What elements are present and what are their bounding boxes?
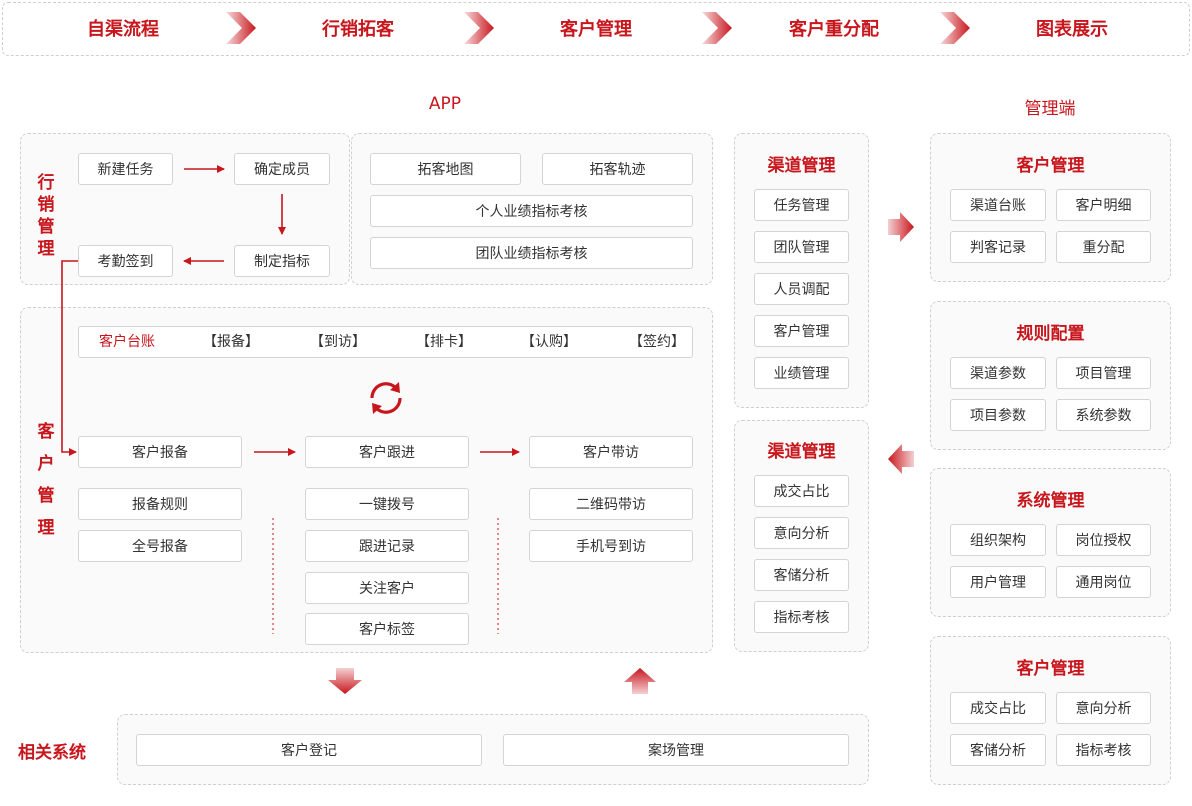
tab-queue[interactable]: 【排卡】 bbox=[416, 334, 472, 350]
flow-chevron-icon bbox=[702, 12, 732, 44]
related-label: 相关系统 bbox=[18, 743, 86, 763]
team-kpi-box: 团队业绩指标考核 bbox=[370, 237, 693, 269]
tab-contract[interactable]: 【签约】 bbox=[629, 334, 685, 350]
channel-b-item: 客储分析 bbox=[754, 559, 849, 591]
marketing-label: 行销管理 bbox=[37, 173, 55, 259]
channel-b-item: 指标考核 bbox=[754, 601, 849, 633]
customer-tag-box: 客户标签 bbox=[305, 613, 469, 645]
admin-item: 渠道台账 bbox=[950, 189, 1046, 221]
customer-label: 客户管理 bbox=[37, 422, 55, 538]
customer-tab-bar: 客户台账 【报备】 【到访】 【排卡】 【认购】 【签约】 bbox=[78, 326, 693, 358]
admin-item: 客储分析 bbox=[950, 734, 1046, 766]
tab-customer-ledger[interactable]: 客户台账 bbox=[99, 334, 155, 350]
tab-visit[interactable]: 【到访】 bbox=[310, 334, 366, 350]
admin-item: 系统参数 bbox=[1056, 399, 1151, 431]
tab-subscribe[interactable]: 【认购】 bbox=[521, 334, 577, 350]
channel-a-item: 人员调配 bbox=[754, 273, 849, 305]
flow-step-2: 行销拓客 bbox=[322, 19, 394, 40]
one-click-dial-box: 一键拨号 bbox=[305, 488, 469, 520]
customer-visit-box: 客户带访 bbox=[529, 436, 693, 468]
admin-item: 岗位授权 bbox=[1056, 524, 1151, 556]
channel-b-item: 意向分析 bbox=[754, 517, 849, 549]
follow-record-box: 跟进记录 bbox=[305, 530, 469, 562]
arrow-right-icon bbox=[888, 212, 914, 242]
admin-item: 项目参数 bbox=[950, 399, 1046, 431]
arrow-down-icon bbox=[328, 668, 362, 694]
tab-report[interactable]: 【报备】 bbox=[203, 334, 259, 350]
admin-group-title: 系统管理 bbox=[1016, 491, 1085, 511]
admin-group-title: 客户管理 bbox=[1016, 156, 1085, 176]
admin-item: 客户明细 bbox=[1056, 189, 1151, 221]
phone-visit-box: 手机号到访 bbox=[529, 530, 693, 562]
flow-step-3: 客户管理 bbox=[560, 19, 632, 40]
admin-item: 用户管理 bbox=[950, 566, 1046, 598]
admin-item: 组织架构 bbox=[950, 524, 1046, 556]
channel-b-item: 成交占比 bbox=[754, 475, 849, 507]
new-task-box: 新建任务 bbox=[78, 153, 173, 185]
channel-a-title: 渠道管理 bbox=[767, 156, 836, 176]
arrow-left-icon bbox=[888, 444, 914, 474]
admin-item: 指标考核 bbox=[1056, 734, 1151, 766]
channel-a-item: 任务管理 bbox=[754, 189, 849, 221]
admin-group-title: 规则配置 bbox=[1016, 324, 1085, 344]
prospect-track-box: 拓客轨迹 bbox=[542, 153, 693, 185]
flow-chevron-icon bbox=[464, 12, 494, 44]
confirm-members-box: 确定成员 bbox=[234, 153, 330, 185]
customer-report-box: 客户报备 bbox=[78, 436, 242, 468]
flow-bar: 自渠流程 行销拓客 客户管理 客户重分配 图表展示 bbox=[2, 2, 1190, 56]
personal-kpi-box: 个人业绩指标考核 bbox=[370, 195, 693, 227]
flow-step-4: 客户重分配 bbox=[789, 19, 879, 40]
set-targets-box: 制定指标 bbox=[234, 245, 330, 277]
follow-customer-box: 关注客户 bbox=[305, 572, 469, 604]
admin-item: 项目管理 bbox=[1056, 357, 1151, 389]
prospect-map-box: 拓客地图 bbox=[370, 153, 521, 185]
channel-a-item: 团队管理 bbox=[754, 231, 849, 263]
admin-item: 通用岗位 bbox=[1056, 566, 1151, 598]
admin-item: 成交占比 bbox=[950, 692, 1046, 724]
site-management-box: 案场管理 bbox=[503, 734, 849, 766]
channel-a-item: 客户管理 bbox=[754, 315, 849, 347]
arrow-attendance-to-report bbox=[61, 260, 78, 456]
flow-step-1: 自渠流程 bbox=[87, 19, 159, 40]
admin-item: 意向分析 bbox=[1056, 692, 1151, 724]
customer-follow-box: 客户跟进 bbox=[305, 436, 469, 468]
refresh-cycle-icon bbox=[370, 382, 402, 414]
attendance-box: 考勤签到 bbox=[78, 245, 173, 277]
channel-b-title: 渠道管理 bbox=[767, 442, 836, 462]
report-rules-box: 报备规则 bbox=[78, 488, 242, 520]
flow-step-5: 图表展示 bbox=[1036, 19, 1108, 40]
admin-item: 判客记录 bbox=[950, 231, 1046, 263]
flow-chevron-icon bbox=[226, 12, 256, 44]
full-number-report-box: 全号报备 bbox=[78, 530, 242, 562]
flow-chevron-icon bbox=[940, 12, 970, 44]
customer-register-box: 客户登记 bbox=[136, 734, 482, 766]
channel-a-item: 业绩管理 bbox=[754, 357, 849, 389]
admin-title: 管理端 bbox=[1024, 99, 1076, 119]
arrow-up-icon bbox=[624, 668, 656, 694]
admin-group-title: 客户管理 bbox=[1016, 659, 1085, 679]
app-title: APP bbox=[428, 94, 462, 114]
admin-item: 重分配 bbox=[1056, 231, 1151, 263]
qr-visit-box: 二维码带访 bbox=[529, 488, 693, 520]
admin-item: 渠道参数 bbox=[950, 357, 1046, 389]
